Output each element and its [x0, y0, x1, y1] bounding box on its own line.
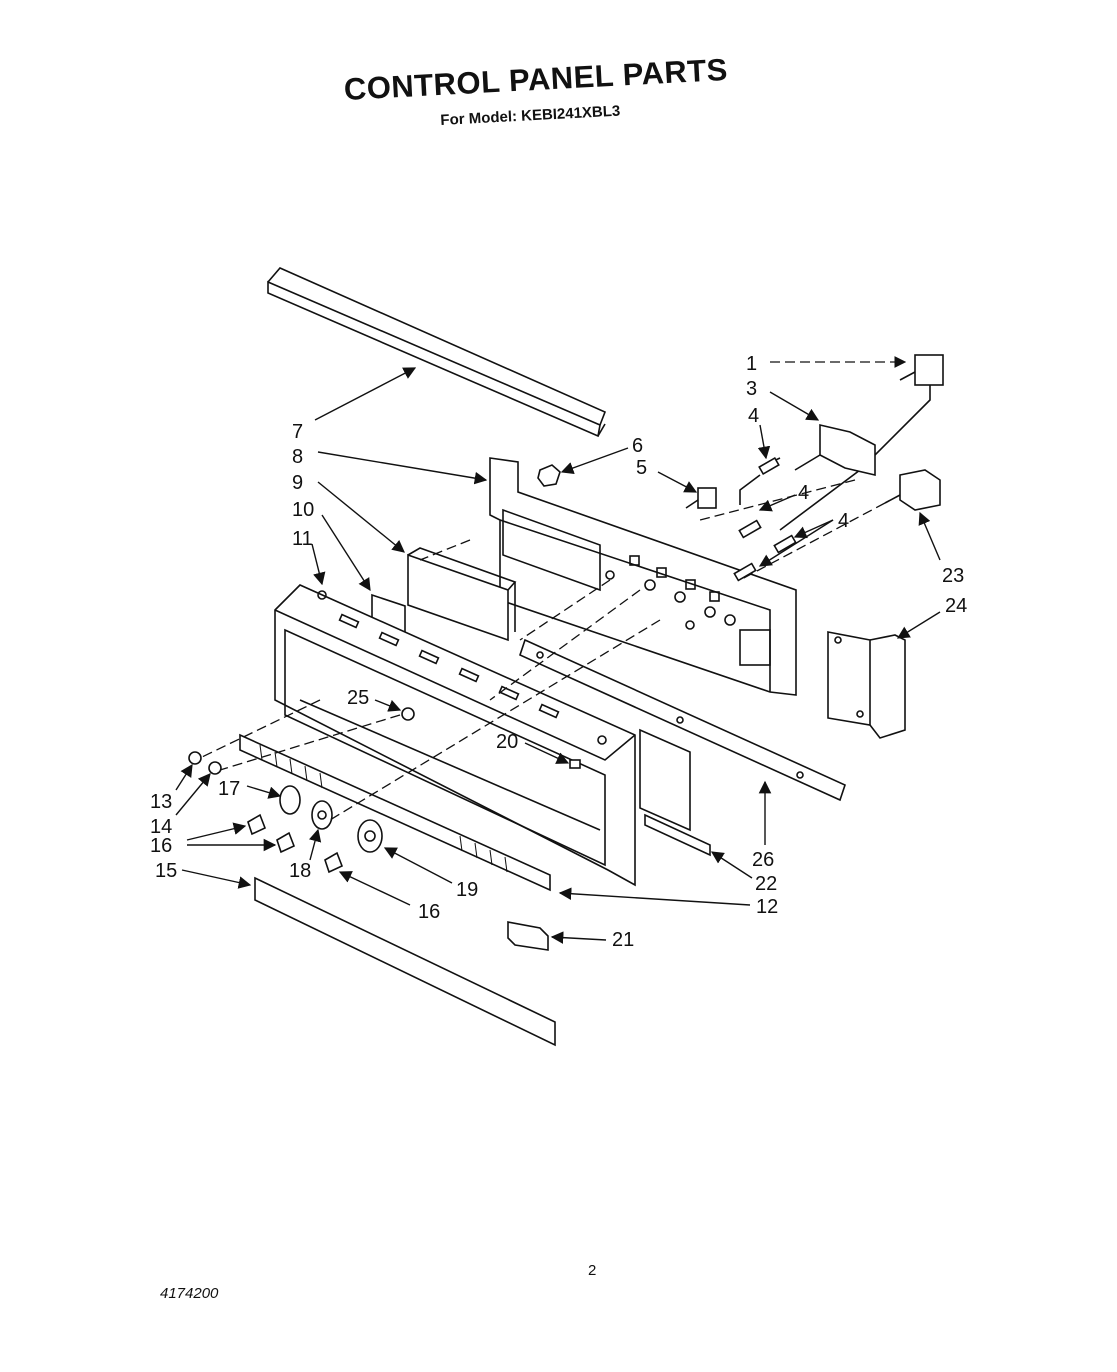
callout-16-left: 16: [150, 835, 172, 857]
callout-9: 9: [292, 472, 303, 494]
page-number: 2: [588, 1262, 597, 1279]
part-3-switch: [794, 423, 876, 477]
callout-4-mid: 4: [798, 482, 809, 504]
part-4-pins: [733, 456, 797, 582]
callout-4-low: 4: [838, 510, 849, 532]
callout-12: 12: [756, 896, 778, 918]
callout-13: 13: [150, 791, 172, 813]
part-24-side-bracket: [827, 631, 906, 739]
part-6-nut: [537, 464, 561, 487]
callout-8: 8: [292, 446, 303, 468]
callout-26: 26: [752, 849, 774, 871]
part-14-screw: [208, 761, 222, 775]
callout-5: 5: [636, 457, 647, 479]
part-26-support-rail: [519, 638, 846, 802]
part-23-switch: [884, 469, 941, 511]
frame-slots: [338, 613, 560, 719]
part-5-switch: [685, 487, 717, 509]
callout-14: 14: [150, 816, 172, 838]
document-number: 4174200: [160, 1285, 219, 1302]
part-12-lower-trim: [239, 733, 551, 892]
part-8-control-bracket: [489, 457, 797, 696]
part-19-knob-disc: [357, 819, 383, 853]
callout-20: 20: [496, 731, 518, 753]
assembly-lines: [199, 479, 886, 821]
part-1-switch: [779, 354, 944, 531]
callout-22: 22: [755, 873, 777, 895]
callout-17: 17: [218, 778, 240, 800]
callout-3: 3: [746, 378, 757, 400]
part-13-screw: [188, 751, 202, 765]
part-17-knob-disc: [279, 785, 301, 815]
callout-11: 11: [292, 528, 313, 550]
part-22-glass-strip: [639, 728, 711, 857]
leader-lines: [175, 356, 941, 944]
trim-vents: [259, 744, 508, 873]
callout-7: 7: [292, 421, 303, 443]
part-16-knobs: [247, 813, 344, 874]
callout-6: 6: [632, 435, 643, 457]
part-25-screw: [401, 707, 415, 721]
callout-labels: 1 3 4 4 4 5 6 7 8 9 10 11 12 13 14 15 16…: [150, 353, 967, 951]
part-11-panel-frame: [274, 584, 636, 887]
bracket-holes: [605, 555, 736, 630]
callout-15: 15: [155, 860, 177, 882]
callout-23: 23: [942, 565, 964, 587]
part-7-top-trim: [267, 267, 607, 438]
callout-16-bottom: 16: [418, 901, 440, 923]
part-20-clip: [569, 759, 581, 769]
part-18-knob-disc: [311, 800, 333, 830]
callout-18: 18: [289, 860, 311, 882]
part-21-clip: [507, 921, 549, 951]
callout-25: 25: [347, 687, 369, 709]
callout-10: 10: [292, 499, 314, 521]
callout-24: 24: [945, 595, 967, 617]
callout-4-top: 4: [748, 405, 759, 427]
callout-19: 19: [456, 879, 478, 901]
callout-1: 1: [746, 353, 757, 375]
callout-21: 21: [612, 929, 634, 951]
part-15-bottom-trim: [254, 876, 556, 1047]
